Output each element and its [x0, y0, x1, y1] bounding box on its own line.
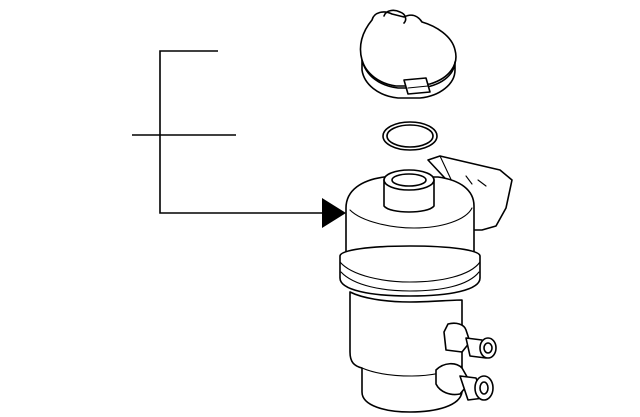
callout-leader — [132, 50, 346, 228]
cap-seal-o-ring — [382, 121, 438, 151]
callout-arrowhead — [322, 198, 346, 228]
reservoir-cap — [359, 9, 457, 99]
fluid-reservoir — [339, 155, 513, 413]
